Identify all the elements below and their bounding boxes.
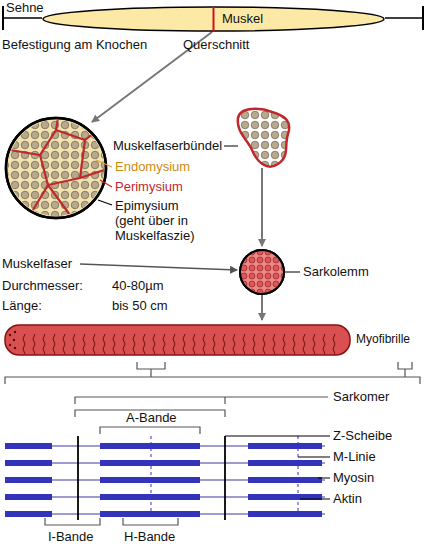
m-line-label: M-Linie	[333, 449, 376, 464]
i-band-label: I-Bande	[48, 529, 94, 544]
muscle-ellipse: Muskel	[42, 6, 385, 32]
attachment-label: Befestigung am Knochen	[2, 37, 147, 52]
actin-label: Aktin	[333, 491, 362, 506]
sarcolemma-label: Sarkolemm	[303, 264, 369, 279]
endomysium-label: Endomysium	[115, 159, 190, 174]
length-value: bis 50 cm	[112, 298, 168, 313]
sarcomere-label: Sarkomer	[333, 389, 389, 404]
length-label: Länge:	[2, 298, 42, 313]
myosin-label: Myosin	[333, 470, 374, 485]
z-disc-label: Z-Scheibe	[333, 428, 392, 443]
fibre-label: Muskelfaser	[2, 256, 72, 271]
section-label: Querschnitt	[183, 37, 249, 52]
bundle-label: Muskelfaserbündel	[113, 138, 222, 153]
myofibril-label: Myofibrille	[356, 332, 410, 347]
diameter-value: 40-80µm	[112, 278, 164, 293]
h-band-label: H-Bande	[124, 529, 175, 544]
perimysium-label: Perimysium	[115, 179, 183, 194]
epimysium-label: Epimysium (geht über in Muskelfaszie)	[115, 198, 207, 243]
tendon-label: Sehne	[6, 0, 44, 15]
a-band-label: A-Bande	[126, 410, 177, 425]
muscle-label: Muskel	[222, 11, 263, 26]
diameter-label: Durchmesser:	[2, 278, 83, 293]
